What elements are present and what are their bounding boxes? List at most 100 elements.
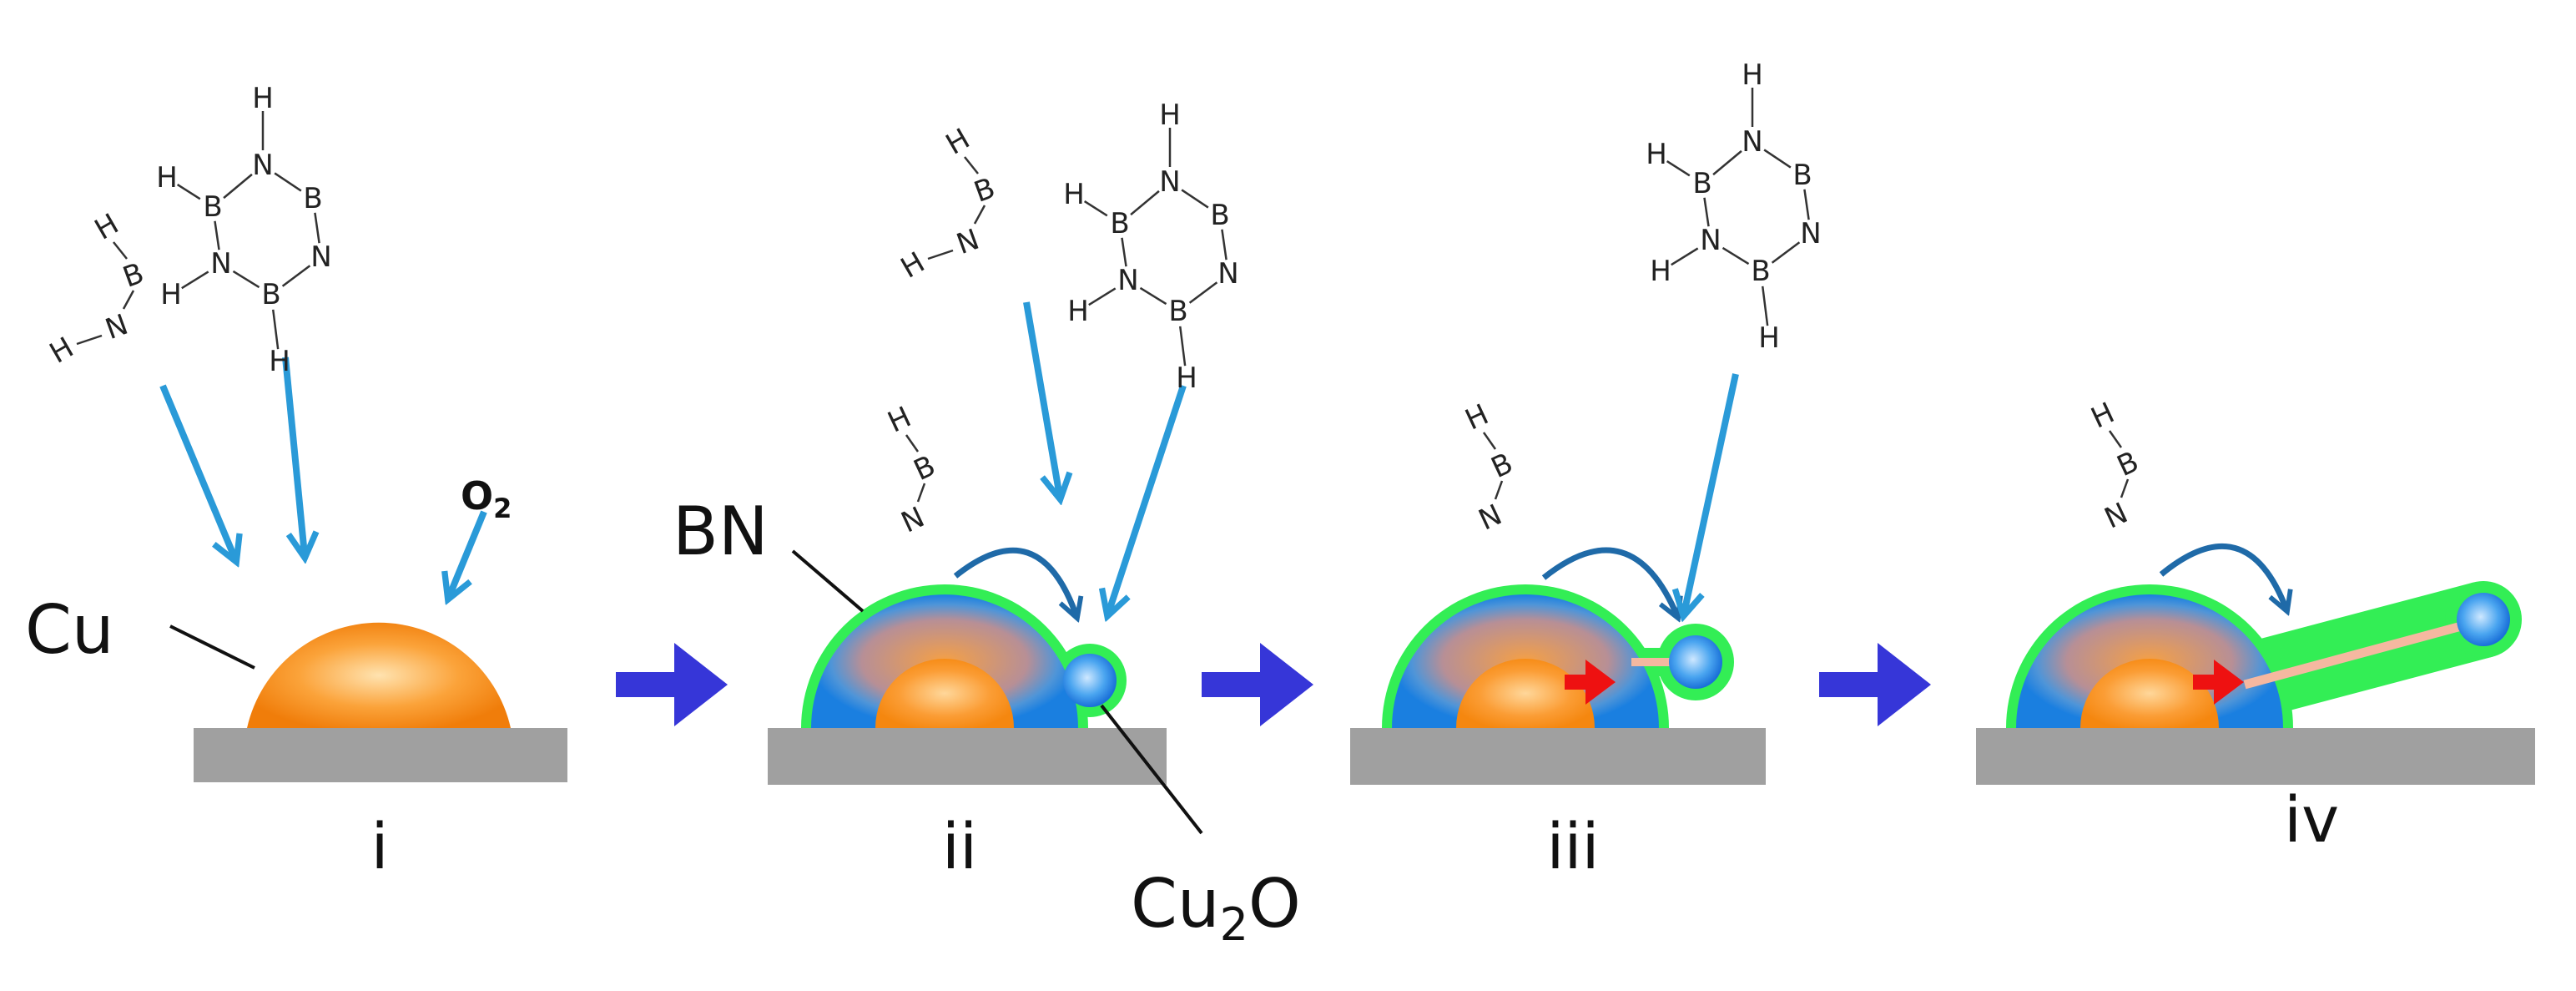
bond [1666, 159, 1691, 177]
bond [1771, 241, 1801, 264]
atom-label: H [1159, 99, 1181, 132]
bond [181, 271, 209, 290]
bn-label: BN [673, 493, 769, 570]
atom-label: H [1758, 321, 1780, 355]
molecule-arrow [282, 356, 305, 555]
bond [1703, 197, 1710, 227]
atom-label: B [970, 171, 1000, 210]
bond [232, 270, 260, 289]
atom-label: N [2100, 496, 2133, 535]
o2-label: O2 [461, 473, 512, 524]
copper-particle [247, 622, 511, 728]
atom-label: N [1159, 165, 1180, 199]
atom-label: N [1742, 125, 1762, 159]
copper-core [875, 659, 1014, 728]
atom-label: N [252, 149, 273, 182]
nucleation-arrow [2193, 660, 2244, 705]
atom-label: B [1692, 167, 1711, 200]
bond [1188, 281, 1218, 304]
substrate [194, 728, 567, 782]
bond [1178, 326, 1187, 367]
atom-label: B [1110, 207, 1129, 240]
bond [1803, 189, 1810, 220]
atom-label: H [156, 161, 178, 195]
cu2o-tip [2457, 593, 2510, 646]
nanotube-core [2243, 617, 2478, 690]
atom-label: H [1650, 255, 1671, 288]
bond [1139, 286, 1167, 306]
atom-label: H [1067, 295, 1089, 328]
atom-label: H [883, 400, 916, 439]
bond [314, 212, 320, 244]
step-arrow [1819, 643, 1931, 726]
molecule-arrow [1684, 373, 1739, 614]
bond [274, 172, 302, 192]
bond [964, 156, 979, 174]
atom-label: N [952, 223, 984, 261]
oxygen-arrow [449, 510, 487, 597]
molecule-arrow [1023, 301, 1060, 497]
curved-arrow [2159, 544, 2286, 609]
bond [76, 334, 103, 346]
bond [1221, 229, 1228, 260]
bond [113, 241, 128, 260]
atom-label: H [895, 245, 930, 285]
copper-core [2080, 659, 2219, 728]
curved-arrow [953, 547, 1076, 616]
stage-label-iii: iii [1546, 809, 1599, 883]
atom-label: B [2112, 445, 2144, 483]
bond [1121, 237, 1127, 267]
cu2o-tip [1669, 635, 1722, 689]
step-arrow [1202, 643, 1313, 726]
bond [271, 309, 280, 350]
stage-label-ii: ii [942, 809, 977, 883]
atom-label: N [101, 308, 133, 346]
bond [1130, 190, 1160, 216]
atom-label: N [896, 500, 930, 539]
curved-arrow [1541, 547, 1677, 616]
atom-label: B [1486, 447, 1518, 485]
bond [1671, 247, 1699, 266]
atom-label: H [160, 278, 182, 311]
bond [1761, 286, 1769, 326]
atom-label: H [252, 82, 274, 115]
substrate [1350, 728, 1766, 785]
bond [2108, 430, 2123, 448]
atom-label: H [1063, 178, 1085, 211]
atom-label: B [1168, 295, 1187, 328]
bond [1088, 287, 1117, 306]
stage-iv: HBN [1976, 396, 2535, 785]
atom-label: B [203, 190, 222, 224]
stage-label-i: i [371, 809, 388, 883]
attached-bn-fragment: HBN [883, 400, 940, 539]
atom-label: H [89, 207, 124, 246]
attached-bn-fragment: HBN [2086, 396, 2144, 535]
bond [2120, 478, 2130, 498]
bond [1494, 480, 1504, 500]
bond [1712, 149, 1742, 176]
atom-label: B [261, 278, 280, 311]
atom-label: N [1800, 217, 1821, 250]
atom-label: B [1751, 255, 1770, 288]
molecule-arrow [159, 384, 235, 559]
cu2o-leader-line [1100, 704, 1203, 835]
bond [927, 249, 954, 260]
atom-label: H [1742, 58, 1763, 92]
atom-label: H [1460, 397, 1494, 437]
nucleation-arrow [1565, 660, 1616, 705]
atom-label: H [269, 345, 290, 378]
cu2o-bud [1063, 654, 1117, 707]
atom-label: H [2086, 396, 2120, 435]
atom-label: H [1646, 138, 1667, 171]
atom-label: N [1700, 224, 1721, 257]
bond [1482, 432, 1497, 450]
